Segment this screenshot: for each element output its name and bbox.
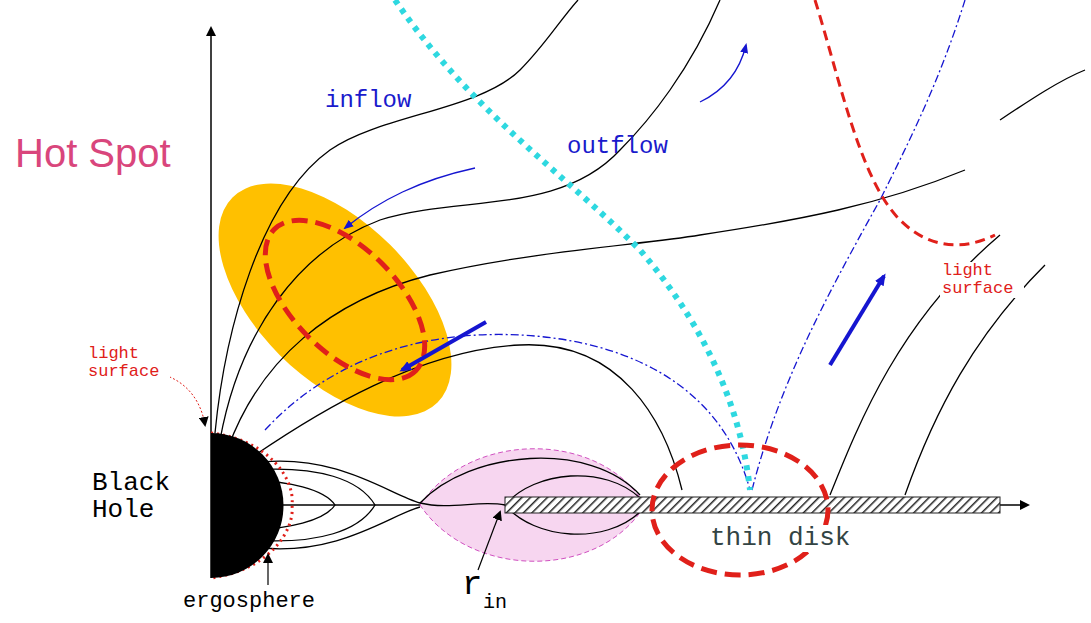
disk-label: thin disk (708, 525, 852, 552)
flow-label: outflow (567, 134, 668, 159)
separatrix (752, 0, 965, 490)
thin-disk (505, 497, 1000, 513)
field-lines (215, 0, 1085, 549)
outflow-arrow (830, 276, 884, 365)
outflow-arrow (700, 45, 746, 102)
outer-light-surface (815, 0, 995, 245)
inflow-arrow (345, 168, 475, 228)
light-surface-label: light surface (86, 345, 170, 381)
stagnation-surface (395, 0, 750, 490)
inflow-arrow (402, 322, 486, 370)
flow-label: inflow (325, 88, 411, 113)
ergosphere-label: ergosphere (183, 590, 315, 613)
black-hole-label: Black Hole (92, 470, 182, 525)
leader-line (478, 512, 500, 570)
leader-line (267, 555, 268, 585)
light-surface-label: light surface (940, 262, 1024, 298)
disk-footpoint (652, 445, 828, 575)
hot-spot-label: Hot Spot (15, 132, 171, 174)
black-hole (211, 433, 284, 578)
inner-light-surface (238, 193, 453, 408)
hot-spot-region (177, 142, 492, 457)
ergosphere-boundary (211, 433, 292, 578)
radius-symbol: r (462, 568, 482, 604)
radius-subscript: in (483, 592, 507, 613)
